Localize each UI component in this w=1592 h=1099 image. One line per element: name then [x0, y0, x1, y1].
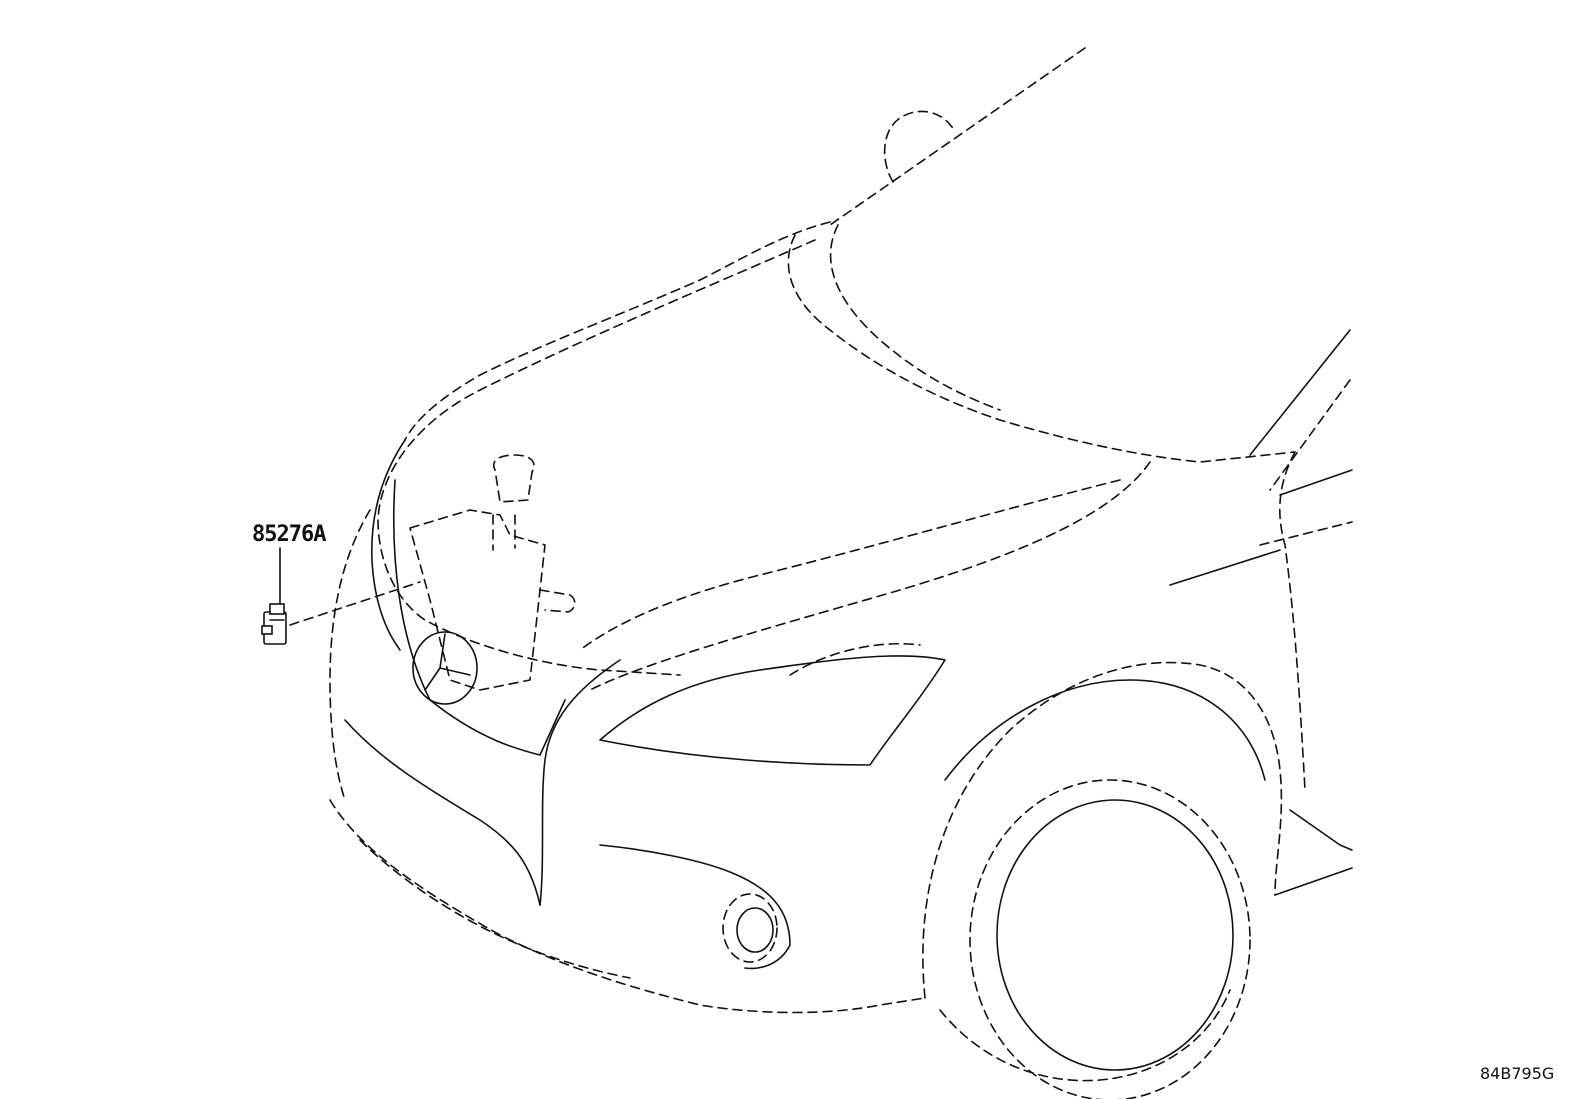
emblem-outer — [412, 631, 478, 705]
fog-lamp-outer — [722, 893, 778, 963]
bumper-bottom — [329, 799, 926, 1014]
reservoir-body — [409, 509, 546, 691]
hood-side-line-2 — [579, 479, 1121, 651]
part-number-label[interactable]: 85276A — [252, 522, 326, 547]
rocker-line-2 — [1274, 867, 1353, 896]
tire-outer — [969, 779, 1251, 1099]
fog-lamp-inner — [736, 907, 774, 953]
roof-line-right-2 — [1269, 379, 1351, 491]
wheel-arch — [922, 661, 1283, 999]
hood-inner-crease — [829, 224, 1001, 411]
relay-connection-line — [289, 581, 421, 626]
door-line — [1279, 469, 1353, 496]
reservoir-hose — [539, 589, 576, 613]
roof-line-right — [1249, 329, 1351, 456]
bumper-lower-line — [344, 719, 541, 906]
diagram-code: 84B795G — [1480, 1064, 1555, 1083]
grille-outline — [329, 509, 371, 801]
door-line-2 — [1259, 521, 1353, 546]
hood-side-line — [589, 461, 1151, 691]
body-side-line — [1169, 549, 1281, 586]
side-mirror — [883, 110, 956, 183]
fog-lamp-bezel — [599, 844, 791, 970]
grille-upper — [371, 439, 406, 651]
tire-bottom-arc — [939, 989, 1231, 1082]
hood-outline — [404, 221, 831, 441]
headlamp-outline — [599, 655, 946, 766]
tire-inner — [996, 799, 1234, 1071]
fender-top-line — [1279, 451, 1306, 791]
relay-part — [261, 603, 287, 645]
grille-frame — [393, 479, 566, 756]
emblem-inner — [424, 633, 471, 691]
wheel-arch-inner — [944, 679, 1266, 781]
bumper-corner — [539, 659, 621, 906]
hood-center-crease — [787, 234, 1296, 463]
bumper-lip — [359, 839, 631, 979]
headlamp-inner — [789, 642, 921, 676]
windshield-line — [829, 47, 1086, 226]
reservoir-cap — [493, 454, 535, 503]
hood-front-edge — [377, 239, 816, 676]
rocker-line — [1289, 809, 1353, 851]
reservoir-neck — [492, 514, 516, 551]
